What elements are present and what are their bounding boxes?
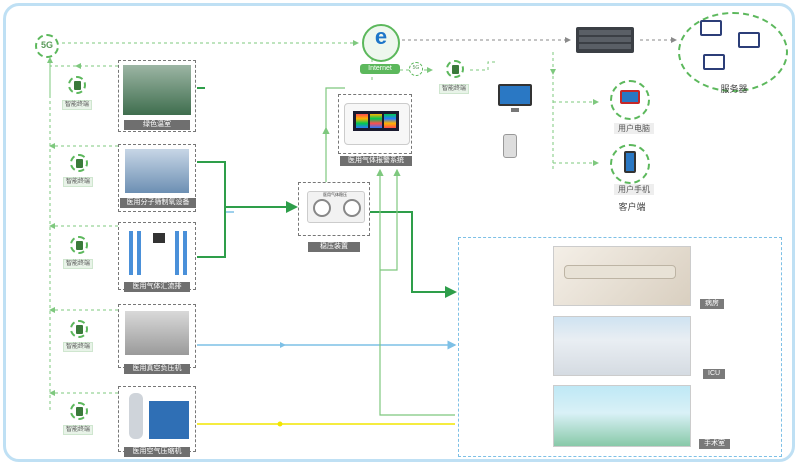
regulator-panel-text: 医用气体稳压 bbox=[323, 192, 347, 197]
phone-icon bbox=[503, 134, 517, 158]
terminal-icon-1 bbox=[68, 76, 86, 94]
alarm-system bbox=[338, 94, 412, 154]
terminal-label-1: 智能终端 bbox=[62, 100, 93, 110]
terminal-icon-2 bbox=[70, 154, 88, 172]
terminal-label-3: 智能终端 bbox=[63, 259, 94, 269]
room-ward-label: 病房 bbox=[700, 299, 724, 309]
source-label-vacuum: 医用真空负压机 bbox=[124, 364, 190, 374]
internet-label: Internet bbox=[360, 64, 400, 74]
monitor-icon bbox=[498, 84, 532, 106]
user-phone-label: 用户手机 bbox=[614, 184, 654, 195]
rooms-group bbox=[458, 237, 782, 457]
alarm-label: 医用气体报警系统 bbox=[340, 156, 412, 166]
regulator-device: 医用气体稳压 bbox=[298, 182, 370, 236]
user-phone-screen bbox=[624, 151, 636, 173]
room-surgery-photo bbox=[553, 385, 691, 447]
terminal-icon-5 bbox=[70, 402, 88, 420]
internet-globe-icon bbox=[362, 24, 400, 62]
client-side-label: 客户端 bbox=[618, 202, 646, 212]
source-label-oxygen: 医用分子筛制氧设备 bbox=[120, 198, 196, 208]
cloud-pc-icon-3 bbox=[703, 54, 725, 70]
source-compressor bbox=[118, 386, 196, 452]
room-icu-label: ICU bbox=[703, 369, 726, 379]
terminal-icon-4 bbox=[70, 320, 88, 338]
room-ward-photo bbox=[553, 246, 691, 306]
terminal-label-center: 智能终端 bbox=[439, 84, 470, 94]
fiveg-small-icon bbox=[409, 62, 423, 76]
source-label-compressor: 医用空气压缩机 bbox=[124, 447, 190, 457]
cloud-pc-icon-2 bbox=[738, 32, 760, 48]
terminal-icon-center bbox=[446, 60, 464, 78]
terminal-icon-3 bbox=[70, 236, 88, 254]
room-icu-photo bbox=[553, 316, 691, 376]
source-manifold bbox=[118, 222, 196, 290]
source-label-greenhouse: 绿色温室 bbox=[124, 120, 190, 130]
source-label-manifold: 医用气体汇流排 bbox=[124, 282, 190, 292]
source-vacuum bbox=[118, 304, 196, 368]
regulator-label: 稳压装置 bbox=[308, 242, 360, 252]
fiveg-label: 5G bbox=[40, 40, 53, 50]
server-room-label: 服务器 bbox=[720, 84, 748, 94]
user-pc-label: 用户电脑 bbox=[614, 123, 654, 134]
terminal-label-5: 智能终端 bbox=[63, 425, 94, 435]
user-pc-screen bbox=[620, 90, 640, 104]
cloud-pc-icon-1 bbox=[700, 20, 722, 36]
internet-e-glyph: e bbox=[374, 24, 388, 49]
monitor-stand bbox=[511, 108, 519, 112]
fiveg-small-label: 5G bbox=[412, 65, 420, 71]
server-rack-icon bbox=[576, 27, 634, 53]
room-surgery-label: 手术室 bbox=[699, 439, 730, 449]
server-cloud bbox=[678, 12, 788, 92]
terminal-label-4: 智能终端 bbox=[63, 342, 94, 352]
terminal-label-2: 智能终端 bbox=[63, 177, 94, 187]
fiveg-hub-icon bbox=[35, 34, 59, 58]
